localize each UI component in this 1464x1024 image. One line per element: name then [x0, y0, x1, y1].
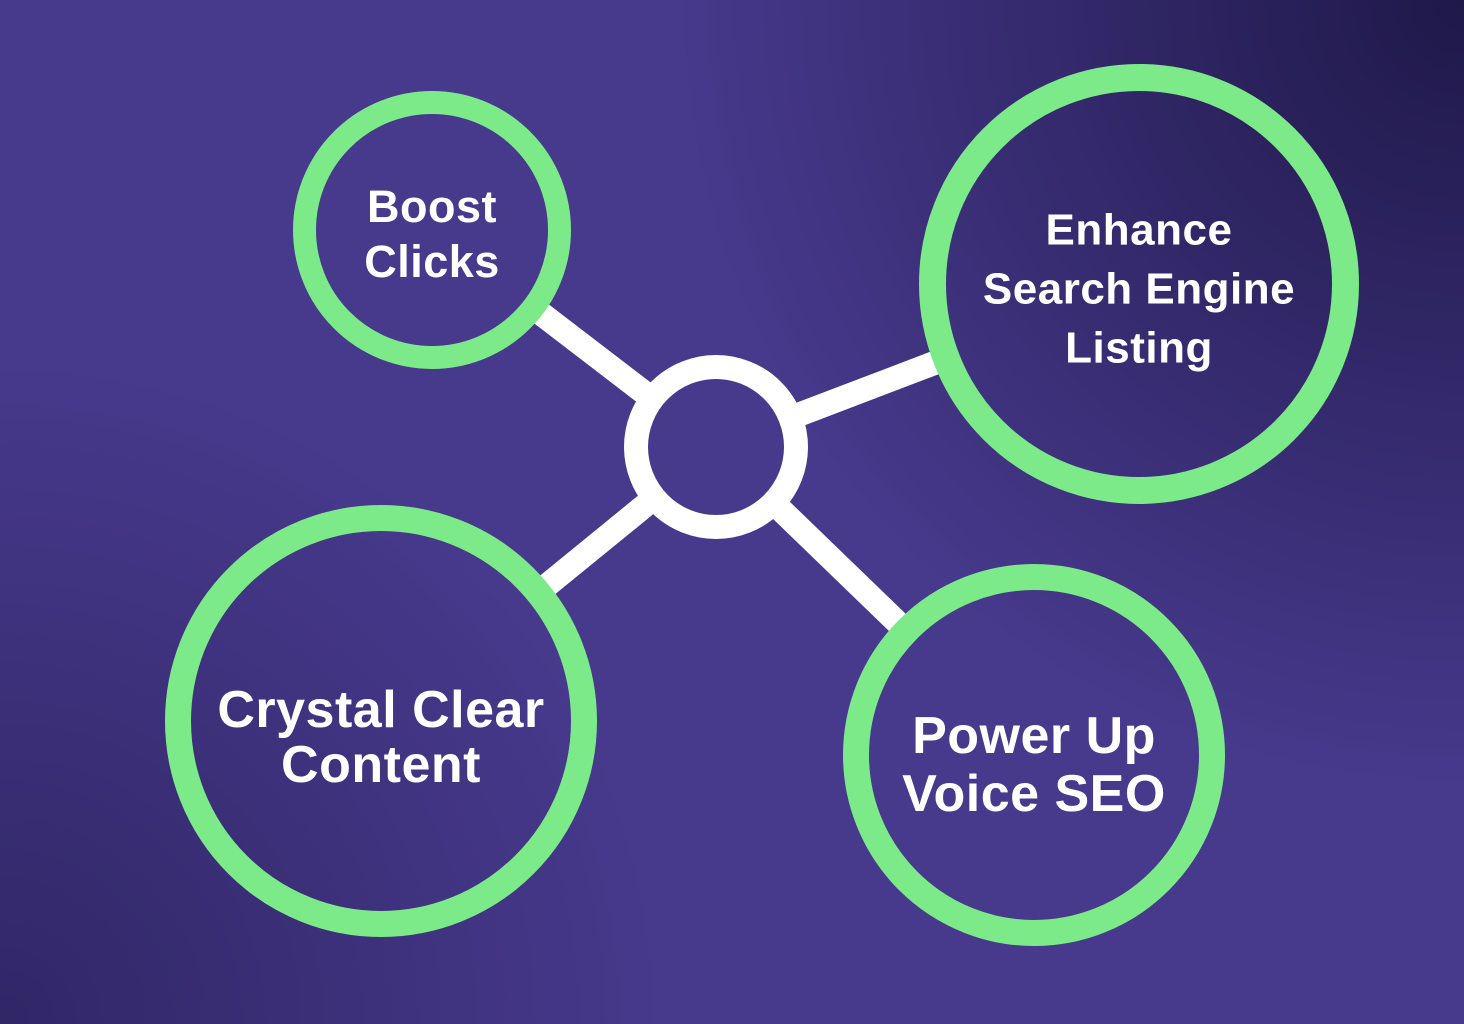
- node-ring-enhance-search-engine-listing: [919, 64, 1359, 504]
- node-label-line: Crystal Clear: [217, 681, 545, 739]
- node-label-boost-clicks: Boost Clicks: [364, 179, 500, 289]
- node-label-line: Content: [281, 736, 481, 794]
- connector-center-to-crystal-clear-content: [537, 493, 656, 597]
- node-label-enhance-search-engine-listing: Enhance Search Engine Listing: [983, 201, 1295, 378]
- node-label-line: Enhance: [1045, 205, 1233, 255]
- node-label-power-up-voice-seo: Power Up Voice SEO: [902, 707, 1166, 823]
- connector-center-to-power-up-voice-seo: [770, 499, 909, 634]
- node-ring-boost-clicks: [293, 91, 571, 369]
- connector-center-to-enhance-search-engine-listing: [793, 350, 942, 427]
- node-label-line: Boost: [367, 181, 497, 232]
- node-label-line: Power Up: [912, 707, 1156, 765]
- connector-center-to-boost-clicks: [531, 302, 654, 404]
- node-label-line: Clicks: [364, 236, 500, 287]
- node-ring-crystal-clear-content: [165, 505, 597, 937]
- node-label-line: Listing: [1065, 323, 1213, 373]
- node-label-line: Voice SEO: [902, 765, 1166, 823]
- node-label-crystal-clear-content: Crystal Clear Content: [217, 683, 544, 793]
- node-label-line: Search Engine: [982, 264, 1296, 314]
- node-ring-power-up-voice-seo: [843, 564, 1225, 946]
- center-hub-ring: [624, 355, 808, 539]
